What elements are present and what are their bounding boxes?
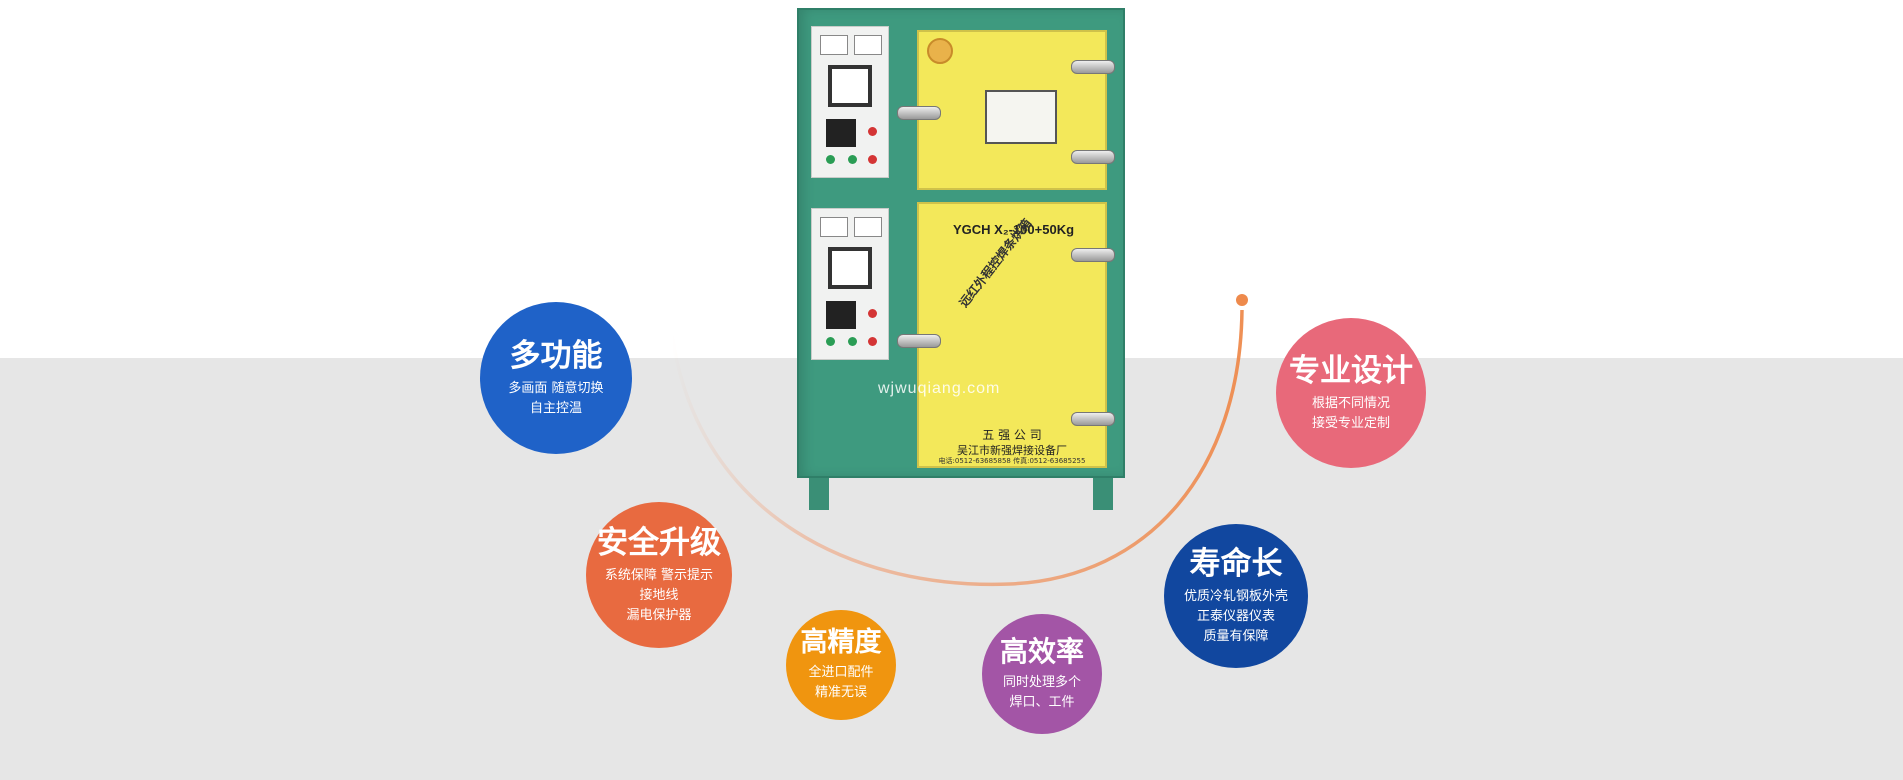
door-hinge-icon <box>1071 60 1115 74</box>
feature-line: 正泰仪器仪表 <box>1196 609 1275 624</box>
feature-safety-upgrade: 安全升级 系统保障 警示提示 接地线 漏电保护器 <box>586 502 732 648</box>
temperature-controller <box>826 301 856 329</box>
temperature-controller <box>826 119 856 147</box>
oven-door-lower: YGCH X₂-100+50Kg 远红外程控焊条烘箱 五 强 公 司 吴江市新强… <box>917 202 1107 468</box>
indicator-light-red <box>868 127 877 136</box>
door-hinge-icon <box>1071 412 1115 426</box>
gauge-icon <box>854 217 882 237</box>
power-button-icon <box>848 155 857 164</box>
company-logo-icon <box>927 38 953 64</box>
maker-line-3: 电话:0512-63685858 传真:0512-63685255 <box>938 457 1086 465</box>
feature-title: 专业设计 <box>1289 353 1413 389</box>
stop-button-icon <box>868 337 877 346</box>
welding-oven-cabinet: YGCH X₂-100+50Kg 远红外程控焊条烘箱 五 强 公 司 吴江市新强… <box>797 8 1125 510</box>
power-button-icon <box>848 337 857 346</box>
door-handle-icon <box>897 106 941 120</box>
oven-door-upper <box>917 30 1107 190</box>
feature-title: 安全升级 <box>597 525 721 561</box>
maker-line-2: 吴江市新强焊接设备厂 <box>957 444 1067 457</box>
gauge-icon <box>820 217 848 237</box>
arc-line <box>670 309 1244 587</box>
feature-line: 根据不同情况 <box>1311 396 1390 411</box>
feature-title: 多功能 <box>509 338 603 374</box>
maker-line-1: 五 强 公 司 <box>982 428 1042 442</box>
feature-title: 高效率 <box>999 635 1084 668</box>
feature-high-efficiency: 高效率 同时处理多个 焊口、工件 <box>982 614 1102 734</box>
feature-title: 高精度 <box>800 627 882 658</box>
gauge-icon <box>820 35 848 55</box>
gauge-icon <box>854 35 882 55</box>
nameplate <box>985 90 1057 144</box>
model-label: YGCH X₂-100+50Kg <box>953 222 1075 237</box>
feature-line: 系统保障 警示提示 <box>604 568 714 583</box>
power-button-icon <box>826 155 835 164</box>
feature-line: 自主控温 <box>529 401 582 416</box>
stop-button-icon <box>868 155 877 164</box>
feature-title: 寿命长 <box>1189 546 1283 582</box>
feature-professional-design: 专业设计 根据不同情况 接受专业定制 <box>1276 318 1426 468</box>
feature-line: 精准无误 <box>814 685 867 700</box>
indicator-light-red <box>868 309 877 318</box>
feature-line: 质量有保障 <box>1203 629 1269 644</box>
feature-line: 接受专业定制 <box>1311 416 1390 431</box>
feature-line: 同时处理多个 <box>1002 675 1081 690</box>
power-button-icon <box>826 337 835 346</box>
door-hinge-icon <box>1071 150 1115 164</box>
display-screen <box>828 65 872 107</box>
cabinet-leg-left <box>809 478 829 510</box>
display-screen <box>828 247 872 289</box>
feature-high-precision: 高精度 全进口配件 精准无误 <box>786 610 896 720</box>
feature-line: 接地线 <box>639 588 679 603</box>
door-handle-icon <box>897 334 941 348</box>
watermark: wjwuqiang.com <box>878 380 1001 397</box>
feature-line: 多画面 随意切换 <box>508 381 604 396</box>
feature-line: 漏电保护器 <box>626 608 692 623</box>
cabinet-leg-right <box>1093 478 1113 510</box>
control-panel-bottom <box>811 208 889 360</box>
control-panel-top <box>811 26 889 178</box>
feature-long-life: 寿命长 优质冷轧钢板外壳 正泰仪器仪表 质量有保障 <box>1164 524 1308 668</box>
feature-line: 优质冷轧钢板外壳 <box>1183 589 1288 604</box>
arc-end-dot <box>1236 294 1248 306</box>
door-hinge-icon <box>1071 248 1115 262</box>
feature-multifunction: 多功能 多画面 随意切换 自主控温 <box>480 302 632 454</box>
feature-line: 全进口配件 <box>808 665 874 680</box>
feature-line: 焊口、工件 <box>1009 695 1075 710</box>
